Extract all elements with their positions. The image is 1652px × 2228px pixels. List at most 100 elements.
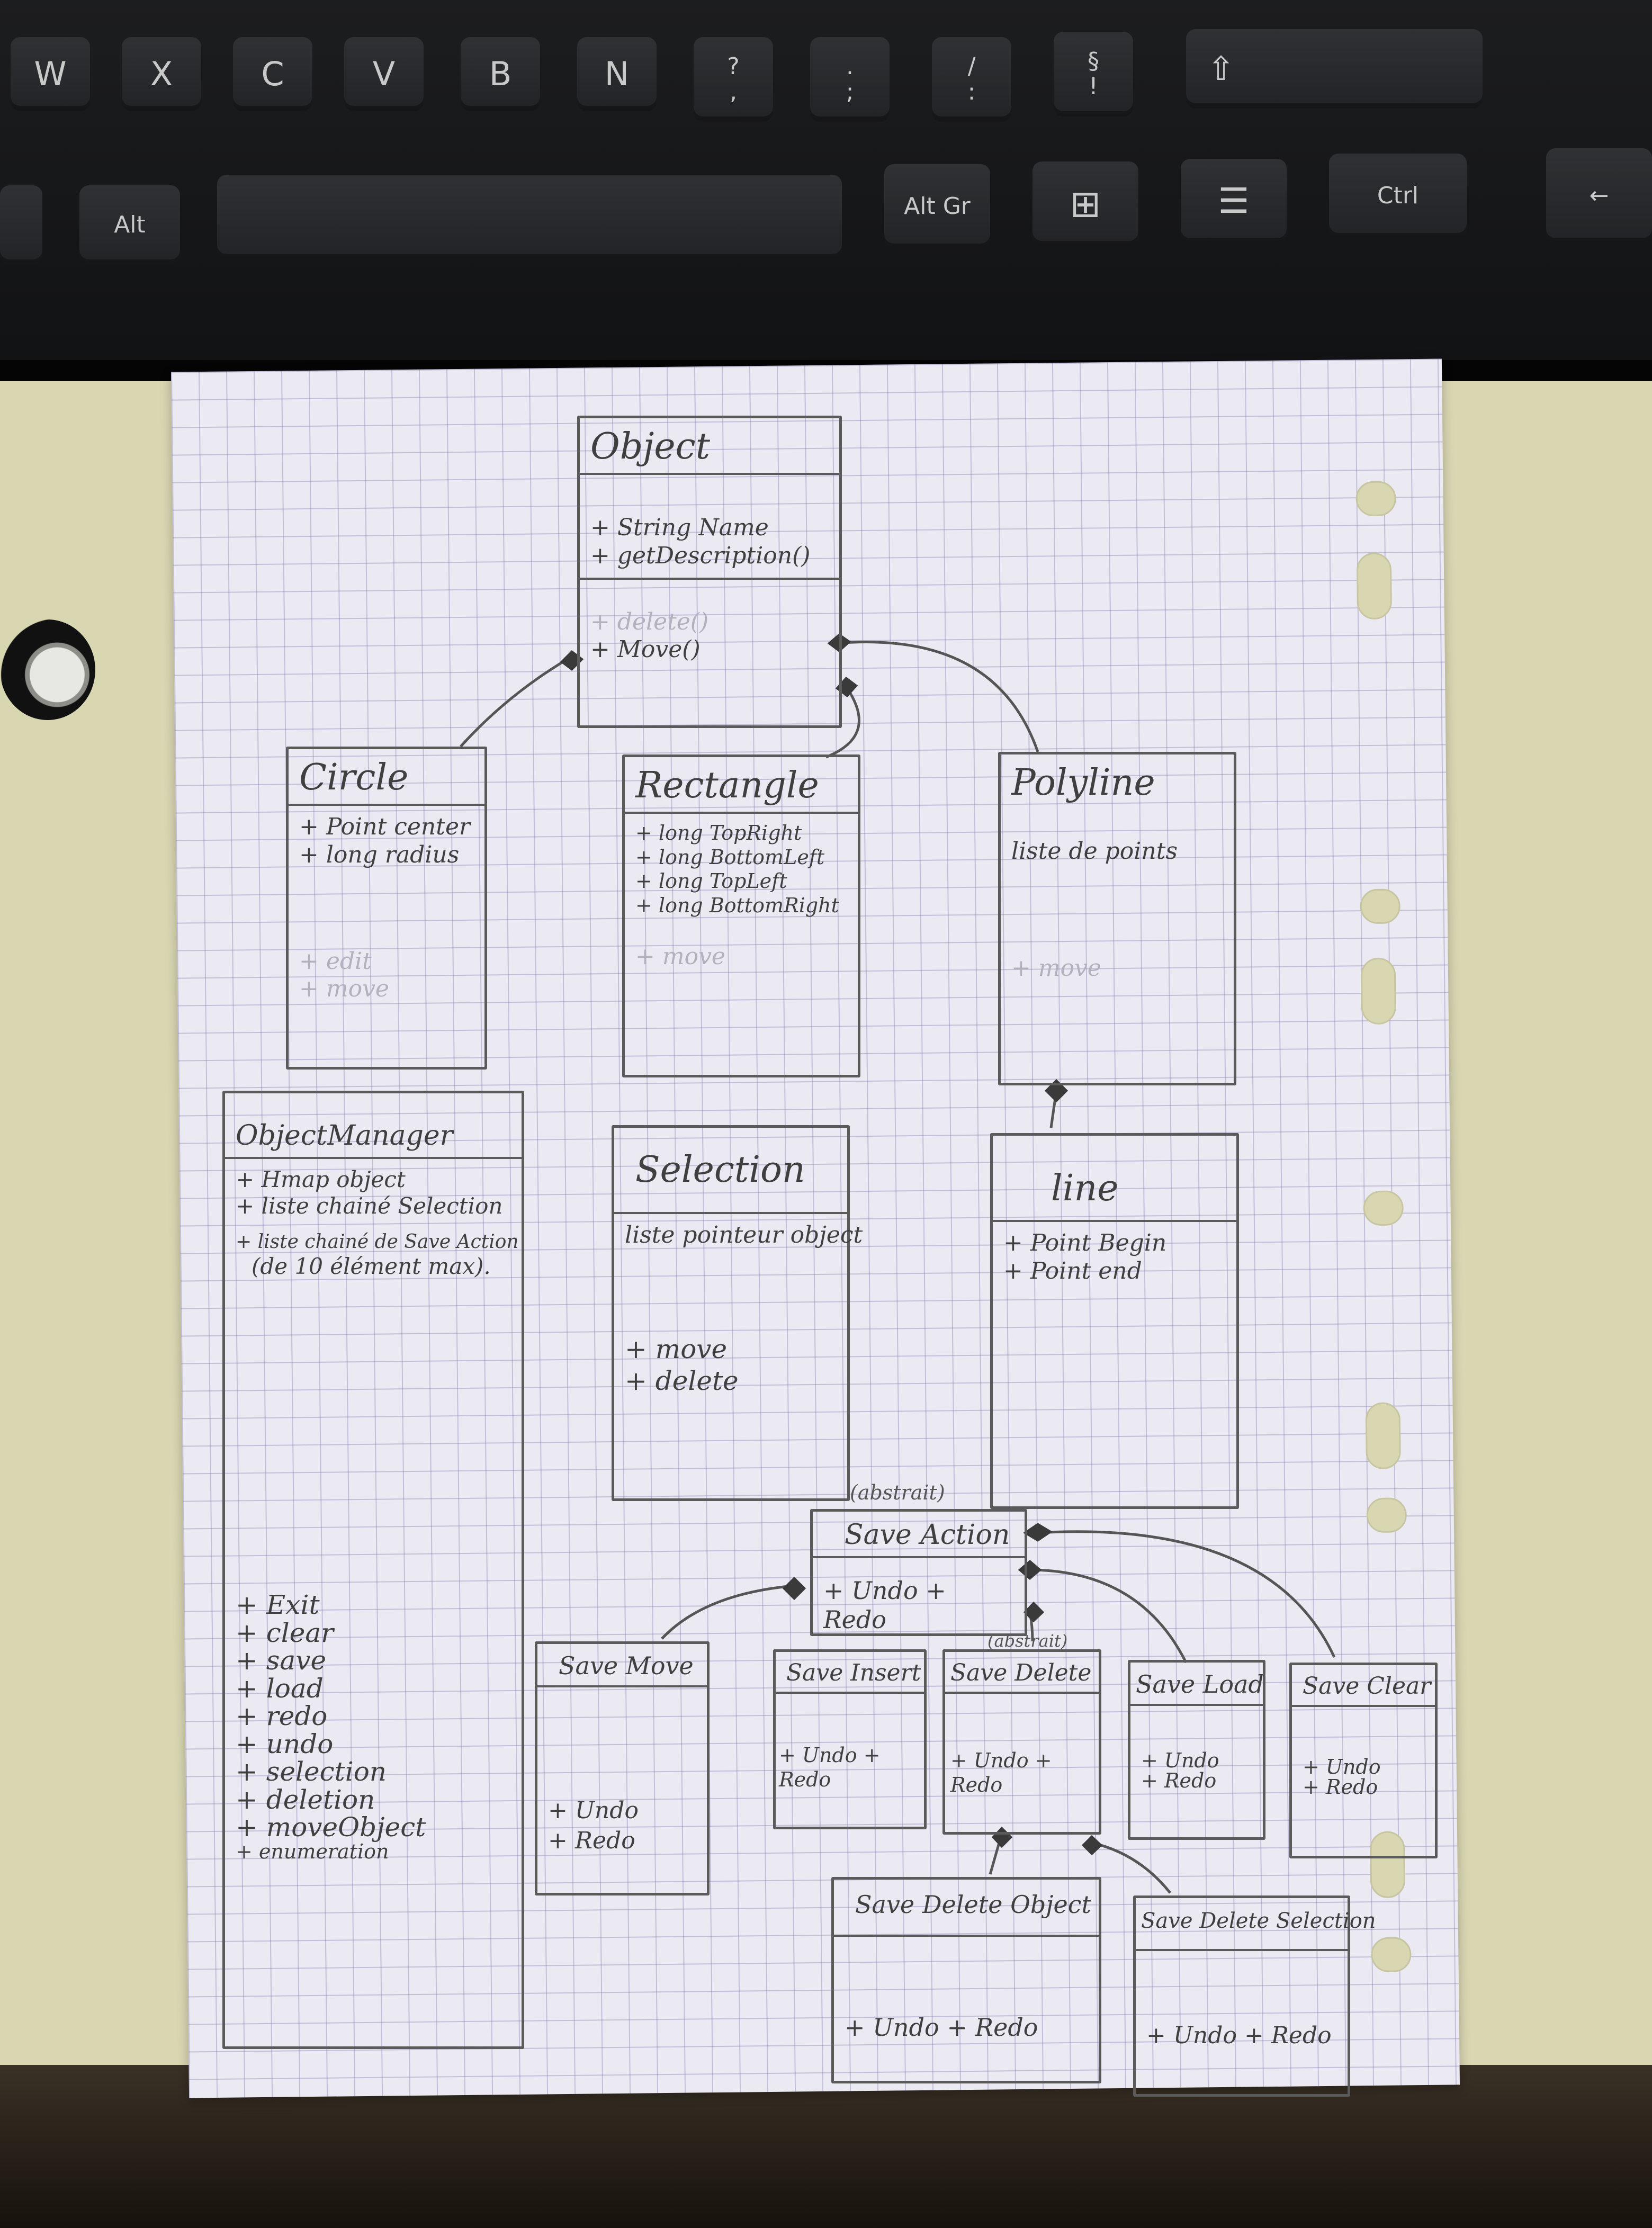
class-attributes: + String Name + getDescription() — [580, 507, 839, 580]
menu-key: ☰ — [1181, 159, 1287, 244]
key-period: . ; — [810, 37, 890, 122]
operation: + Undo — [845, 2013, 939, 2042]
punch-hole — [1356, 552, 1393, 620]
attribute: liste pointeur object — [625, 1221, 863, 1248]
operation: + selection — [236, 1756, 387, 1787]
punch-hole — [1360, 957, 1397, 1025]
key-x: X — [122, 37, 201, 111]
windows-icon: ⊞ — [1070, 182, 1101, 226]
class-object-manager: ObjectManager + Hmap object + liste chai… — [222, 1091, 524, 2049]
ctrl-key: Ctrl — [1329, 154, 1467, 238]
operation: + Undo — [1303, 1755, 1381, 1778]
operation: + move — [299, 975, 389, 1003]
stereotype-label: (abstrait) — [850, 1481, 945, 1504]
class-name: ObjectManager — [225, 1093, 522, 1159]
class-name: Save Move — [537, 1644, 707, 1687]
attribute: + String Name — [590, 514, 769, 541]
punch-hole — [1360, 888, 1401, 924]
class-operations: + Undo + Redo — [1130, 1743, 1263, 1798]
operation: + Undo — [1146, 2022, 1237, 2049]
keyboard: W X C V B N ? , . ; / : § ! ⇧ Alt Alt Gr… — [0, 0, 1652, 381]
class-name: Save Delete — [945, 1652, 1099, 1694]
class-attributes: + Point Begin + Point end — [993, 1222, 1236, 1293]
key-v: V — [344, 37, 424, 111]
attribute: + long TopLeft — [635, 869, 787, 893]
class-name: Save Insert — [776, 1652, 924, 1694]
key-n: N — [577, 37, 657, 111]
alt-key: Alt — [79, 185, 180, 265]
operation: + Redo — [1244, 2022, 1332, 2049]
class-save-delete-selection: Save Delete Selection + Undo + Redo — [1133, 1895, 1376, 2097]
class-operations: + edit + move — [289, 940, 484, 1011]
operation: + Exit — [236, 1589, 320, 1621]
class-attributes: + long TopRight + long BottomLeft + long… — [625, 814, 858, 925]
class-line: line + Point Begin + Point end — [990, 1133, 1239, 1509]
class-name: Selection — [614, 1128, 847, 1214]
class-name: Save Clear — [1292, 1665, 1435, 1707]
class-save-delete: (abstrait) Save Delete + Undo + Redo — [942, 1631, 1101, 1835]
shift-key: ⇧ — [1186, 29, 1483, 109]
class-operations: + Undo + Redo — [1136, 2015, 1348, 2058]
stereotype-label: (abstrait) — [987, 1631, 1068, 1651]
class-operations: + Undo + Redo — [537, 1788, 707, 1863]
class-name: Object — [580, 418, 839, 475]
space-bar — [217, 175, 842, 259]
class-operations: + move — [625, 936, 858, 978]
class-operations: + Undo + Redo — [1292, 1749, 1435, 1804]
class-save-load: Save Load + Undo + Redo — [1128, 1660, 1265, 1840]
shift-icon: ⇧ — [1207, 49, 1235, 88]
operation: + move — [635, 943, 725, 971]
attribute: + liste chainé Selection — [236, 1193, 503, 1219]
punch-hole — [1366, 1497, 1407, 1533]
class-name: Save Load — [1130, 1663, 1264, 1706]
operation: + redo — [236, 1701, 328, 1732]
class-operations: + Undo + Redo — [813, 1569, 1025, 1642]
class-attributes: liste pointeur object — [614, 1214, 863, 1257]
class-save-clear: Save Clear + Undo + Redo — [1289, 1663, 1438, 1858]
class-selection: Selection liste pointeur object + move +… — [612, 1125, 863, 1501]
class-name: line — [993, 1136, 1236, 1222]
operation: + delete — [625, 1365, 739, 1396]
attribute: + long TopRight — [635, 821, 802, 845]
punch-hole — [1371, 1937, 1412, 1973]
operation: + undo — [236, 1728, 334, 1759]
operation: + save — [236, 1645, 327, 1676]
operation: + Undo — [950, 1749, 1029, 1772]
class-save-delete-object: Save Delete Object + Undo + Redo — [831, 1877, 1101, 2083]
key-partial-left — [0, 185, 42, 265]
menu-icon: ☰ — [1218, 180, 1250, 221]
attribute: + long BottomLeft — [635, 845, 825, 869]
class-operations: + Undo + Redo — [945, 1741, 1099, 1804]
arrow-key: ← — [1546, 148, 1652, 244]
class-name: Save Action — [813, 1512, 1025, 1558]
class-attributes: + Hmap object + liste chainé Selection +… — [225, 1159, 522, 1287]
class-save-action: (abstrait) Save Action + Undo + Redo — [810, 1481, 1027, 1636]
operation: + load — [236, 1673, 324, 1704]
operation: + Redo — [548, 1827, 635, 1855]
punch-hole — [1365, 1402, 1401, 1470]
class-attributes: + Point center + long radius — [289, 806, 484, 877]
altgr-key: Alt Gr — [884, 164, 990, 249]
operation: + Redo — [1303, 1775, 1378, 1799]
key-w: W — [11, 37, 90, 111]
key-slash: / : — [932, 37, 1011, 122]
class-attributes: liste de points — [1001, 830, 1234, 873]
attribute: + liste chainé de Save Action — [236, 1230, 519, 1253]
key-b: B — [461, 37, 540, 111]
class-name: Circle — [289, 749, 484, 806]
class-name: Polyline — [1011, 762, 1155, 804]
key-question: ? , — [694, 37, 773, 122]
windows-key: ⊞ — [1032, 161, 1138, 246]
key-section: § ! — [1054, 32, 1133, 116]
class-operations: + Undo + Redo — [834, 2006, 1099, 2050]
operation: + move — [625, 1333, 728, 1364]
attribute: (de 10 élément max). — [252, 1253, 491, 1279]
punch-hole — [1363, 1190, 1404, 1226]
class-operations: + move — [1001, 947, 1234, 990]
class-operations: + move + delete — [614, 1326, 847, 1404]
operation: + deletion — [236, 1784, 375, 1815]
attribute: + Hmap object — [236, 1166, 406, 1192]
operation: + Redo — [950, 1749, 1052, 1796]
operation: + Undo — [779, 1744, 857, 1767]
operation: + edit — [299, 947, 372, 975]
